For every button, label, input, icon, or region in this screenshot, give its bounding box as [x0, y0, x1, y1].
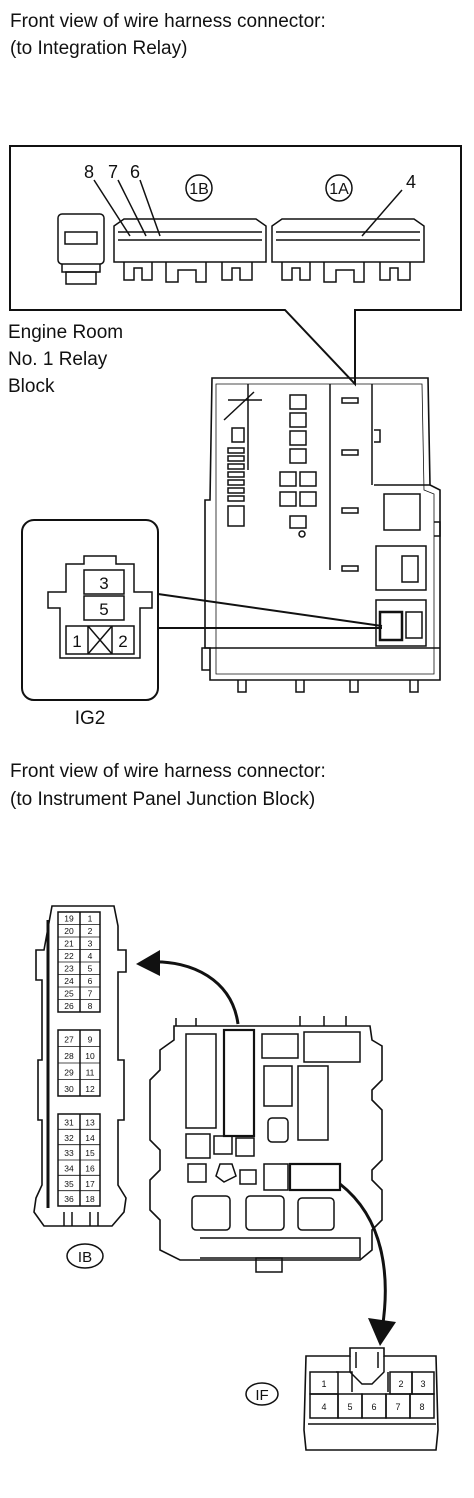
relay-heading-line-2: (to Integration Relay)	[10, 38, 188, 59]
connector-ib-pins: 19 1 20 2 21 3 22 4 23 5 24 6 25 7 26 8 27 9 28 10 29 11 30 12 3…	[58, 913, 100, 1204]
ib-pin-3: 3	[88, 938, 93, 948]
if-pin-2: 2	[398, 1379, 403, 1389]
pin-7-label: 7	[108, 162, 118, 182]
pin-4-label: 4	[406, 172, 416, 192]
connector-if-label: IF	[255, 1387, 268, 1404]
ib-pin-27: 27	[64, 1034, 74, 1044]
connector-1b-label: 1B	[189, 181, 209, 198]
ib-pin-25: 25	[64, 988, 74, 998]
ib-pin-35: 35	[64, 1179, 74, 1189]
ib-pin-22: 22	[64, 951, 74, 961]
ib-pin-24: 24	[64, 976, 74, 986]
ib-pin-29: 29	[64, 1067, 74, 1077]
if-pin-6: 6	[371, 1402, 376, 1412]
ib-pin-7: 7	[88, 988, 93, 998]
ib-pin-13: 13	[85, 1118, 95, 1128]
ig2-pin-3: 3	[99, 574, 108, 593]
ig2-pin-1: 1	[72, 632, 81, 651]
ib-pin-6: 6	[88, 976, 93, 986]
connector-if-circle	[245, 1382, 279, 1406]
ib-pin-10: 10	[85, 1051, 95, 1061]
ib-pin-26: 26	[64, 1001, 74, 1011]
connector-ib-body	[33, 905, 127, 1227]
ib-pin-20: 20	[64, 926, 74, 936]
relay-block-name-line-1: Engine Room	[8, 322, 123, 343]
ib-pin-9: 9	[88, 1034, 93, 1044]
connector-ib-circle	[66, 1243, 104, 1269]
ib-pin-32: 32	[64, 1133, 74, 1143]
relay-callout-box	[9, 145, 462, 387]
ib-pin-33: 33	[64, 1148, 74, 1158]
ib-pin-5: 5	[88, 963, 93, 973]
ib-pin-11: 11	[86, 1067, 95, 1077]
instrument-panel-junction-block	[149, 1016, 383, 1273]
relay-block-name-line-2: No. 1 Relay	[8, 349, 108, 370]
jb-heading-line-1: Front view of wire harness connector:	[10, 761, 326, 782]
if-pin-1: 1	[321, 1379, 326, 1389]
ib-pin-31: 31	[64, 1118, 74, 1128]
small-relay	[57, 213, 105, 285]
pin-6-label: 6	[130, 162, 140, 182]
connector-1a	[271, 218, 425, 283]
ib-pin-12: 12	[85, 1084, 95, 1094]
ib-pin-2: 2	[88, 926, 93, 936]
ig2-label: IG2	[75, 708, 106, 729]
ib-pin-14: 14	[85, 1133, 95, 1143]
ig2-callout-box	[21, 519, 159, 701]
connector-if-pins: 1 2 3 4 5 6 7 8	[321, 1379, 425, 1412]
connector-if-body	[303, 1347, 439, 1451]
if-pin-3: 3	[420, 1379, 425, 1389]
connector-1b-circle	[185, 174, 213, 202]
ib-pin-1: 1	[88, 913, 93, 923]
pin-8-label: 8	[84, 162, 94, 182]
relay-heading-line-1: Front view of wire harness connector:	[10, 11, 326, 32]
ib-pin-19: 19	[64, 913, 74, 923]
ib-pin-36: 36	[64, 1194, 74, 1204]
ib-pin-21: 21	[64, 938, 74, 948]
connector-1a-circle	[325, 174, 353, 202]
ib-pin-18: 18	[85, 1194, 95, 1204]
jb-heading-line-2: (to Instrument Panel Junction Block)	[10, 789, 316, 810]
ig2-connector	[47, 555, 153, 659]
ib-pin-30: 30	[64, 1084, 74, 1094]
ib-pin-15: 15	[85, 1148, 95, 1158]
ig2-pin-5: 5	[99, 600, 108, 619]
ib-pin-28: 28	[64, 1051, 74, 1061]
ib-pin-23: 23	[64, 963, 74, 973]
if-pin-4: 4	[321, 1402, 326, 1412]
ig2-pin-2: 2	[118, 632, 127, 651]
connector-1a-label: 1A	[329, 181, 349, 198]
engine-room-relay-block	[201, 377, 441, 693]
lower-arrow-head	[368, 1318, 396, 1346]
if-pin-5: 5	[347, 1402, 352, 1412]
ib-pin-4: 4	[88, 951, 93, 961]
if-pin-8: 8	[419, 1402, 424, 1412]
ib-pin-8: 8	[88, 1001, 93, 1011]
if-pin-7: 7	[395, 1402, 400, 1412]
relay-block-name-line-3: Block	[8, 376, 55, 397]
ib-pin-34: 34	[64, 1164, 74, 1174]
upper-arrow-head	[136, 950, 160, 976]
ib-pin-17: 17	[85, 1179, 95, 1189]
connector-1b	[113, 218, 267, 283]
connector-ib-label: IB	[78, 1249, 92, 1266]
ib-pin-16: 16	[85, 1164, 95, 1174]
